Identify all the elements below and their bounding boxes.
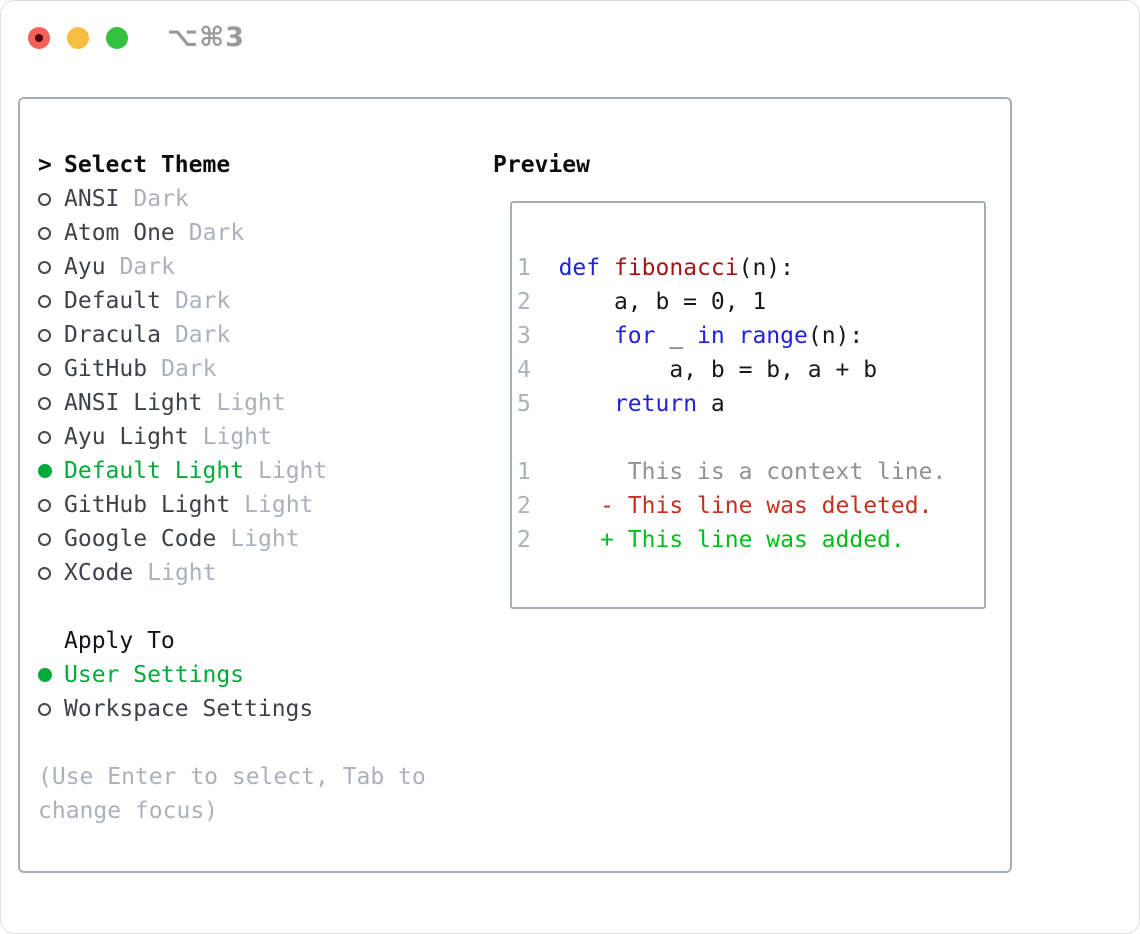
zoom-button[interactable]: [106, 27, 128, 49]
help-text-line2: change focus): [38, 798, 219, 824]
theme-variant-label: Dark: [161, 356, 217, 382]
select-theme-title: Select Theme: [64, 152, 231, 178]
apply-option-workspace-settings[interactable]: Workspace Settings: [38, 692, 313, 726]
radio-selected-icon: [38, 668, 64, 682]
theme-variant-label: Dark: [133, 186, 189, 212]
theme-option-ayu[interactable]: Ayu Dark: [38, 250, 327, 284]
preview-code-line: 1 This is a context line.: [517, 459, 947, 485]
theme-option-default[interactable]: Default Dark: [38, 284, 327, 318]
theme-variant-label: Dark: [174, 322, 231, 348]
preview-code-line: [517, 421, 984, 455]
preview-code-line: 1 def fibonacci(n):: [517, 255, 794, 281]
radio-unselected-icon: [38, 328, 64, 342]
theme-variant-label: Dark: [174, 288, 231, 314]
theme-option-xcode[interactable]: XCode Light: [38, 556, 327, 590]
preview-code-line: 5 return a: [517, 391, 725, 417]
theme-option-github[interactable]: GitHub Dark: [38, 352, 327, 386]
focus-arrow-icon: >: [38, 152, 52, 178]
option-label: XCode: [64, 560, 134, 586]
option-label: Google Code: [64, 526, 217, 552]
preview-code-line: 2 - This line was deleted.: [517, 493, 933, 519]
radio-unselected-icon: [38, 294, 64, 308]
theme-variant-label: Light: [202, 424, 272, 450]
apply-to-title: Apply To: [64, 628, 175, 654]
theme-variant-label: Dark: [188, 220, 245, 246]
close-button[interactable]: [28, 27, 50, 49]
option-label: Default Light: [64, 458, 245, 484]
option-label: ANSI Light: [64, 390, 203, 416]
option-label: Dracula: [64, 322, 161, 348]
theme-variant-label: Light: [216, 390, 286, 416]
theme-variant-label: Light: [147, 560, 217, 586]
option-label: GitHub Light: [64, 492, 231, 518]
preview-code-line: 2 a, b = 0, 1: [517, 289, 767, 315]
radio-unselected-icon: [38, 226, 64, 240]
theme-option-github-light[interactable]: GitHub Light Light: [38, 488, 327, 522]
preview-pane: 1 def fibonacci(n): 2 a, b = 0, 1 3 for _ …: [510, 201, 986, 609]
help-text: (Use Enter to select, Tab to change focu…: [38, 760, 426, 828]
traffic-lights: [28, 27, 128, 49]
radio-unselected-icon: [38, 260, 64, 274]
select-theme-header: > Select Theme: [38, 148, 230, 182]
theme-option-default-light[interactable]: Default Light Light: [38, 454, 327, 488]
radio-unselected-icon: [38, 192, 64, 206]
radio-unselected-icon: [38, 498, 64, 512]
preview-code-line: 2 + This line was added.: [517, 527, 905, 553]
option-label: GitHub: [64, 356, 148, 382]
theme-option-dracula[interactable]: Dracula Dark: [38, 318, 327, 352]
theme-option-ansi[interactable]: ANSI Dark: [38, 182, 327, 216]
option-label: User Settings: [64, 662, 245, 688]
radio-unselected-icon: [38, 396, 64, 410]
theme-variant-label: Light: [258, 458, 328, 484]
apply-to-header: Apply To: [38, 624, 313, 658]
option-label: Workspace Settings: [64, 696, 314, 722]
option-label: Ayu Light: [64, 424, 189, 450]
preview-title: Preview: [493, 152, 590, 178]
radio-unselected-icon: [38, 566, 64, 580]
radio-unselected-icon: [38, 702, 64, 716]
preview-code-line: 4 a, b = b, a + b: [517, 357, 878, 383]
theme-variant-label: Light: [230, 526, 300, 552]
theme-variant-label: Light: [244, 492, 314, 518]
theme-variant-label: Dark: [119, 254, 175, 280]
theme-option-ansi-light[interactable]: ANSI Light Light: [38, 386, 327, 420]
option-label: Ayu: [64, 254, 106, 280]
radio-unselected-icon: [38, 532, 64, 546]
minimize-button[interactable]: [67, 27, 89, 49]
option-label: Atom One: [64, 220, 175, 246]
theme-selector-panel: [18, 97, 1012, 873]
help-text-line1: (Use Enter to select, Tab to: [38, 764, 426, 790]
window-title-shortcut: ⌥⌘3: [167, 22, 245, 53]
option-label: ANSI: [64, 186, 120, 212]
theme-option-atom-one[interactable]: Atom One Dark: [38, 216, 327, 250]
theme-option-ayu-light[interactable]: Ayu Light Light: [38, 420, 327, 454]
radio-unselected-icon: [38, 362, 64, 376]
radio-selected-icon: [38, 464, 64, 478]
option-label: Default: [64, 288, 161, 314]
radio-unselected-icon: [38, 430, 64, 444]
preview-code-line: 3 for _ in range(n):: [517, 323, 864, 349]
theme-option-google-code[interactable]: Google Code Light: [38, 522, 327, 556]
apply-option-user-settings[interactable]: User Settings: [38, 658, 313, 692]
